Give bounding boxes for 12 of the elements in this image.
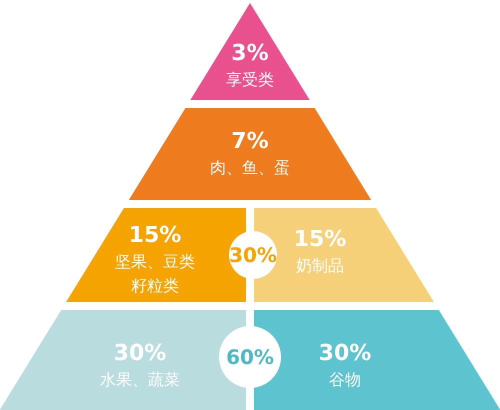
percentage: 30% <box>114 340 166 368</box>
percentage: 15% <box>294 226 346 254</box>
percentage: 3% <box>231 40 269 68</box>
percentage: 7% <box>231 128 269 156</box>
food-group-label: 肉、鱼、蛋 <box>210 157 290 179</box>
percentage: 30% <box>318 340 372 368</box>
food-group-label: 水果、蔬菜 <box>100 369 180 391</box>
food-group-label: 谷物 <box>329 369 361 391</box>
food-group-label: 享受类 <box>226 69 274 91</box>
food-group-label: 奶制品 <box>296 255 344 277</box>
percentage: 15% <box>128 222 182 250</box>
food-group-label: 坚果、豆类籽粒类 <box>114 251 196 297</box>
